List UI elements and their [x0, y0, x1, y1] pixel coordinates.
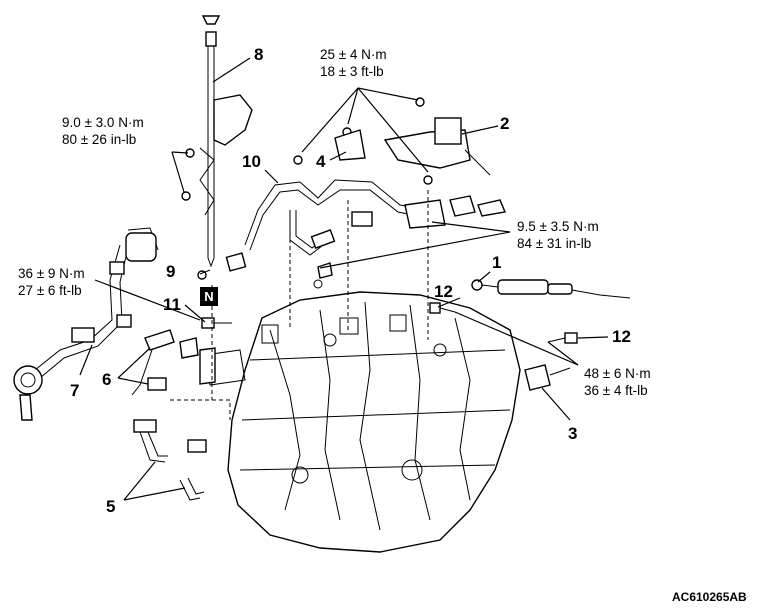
bolts: [201, 302, 578, 344]
callout-12-center: 12: [434, 282, 453, 301]
range-switch: [383, 117, 491, 176]
torque-bracket-imperial: 84 ± 31 in-lb: [517, 236, 592, 251]
torque-top-imperial: 18 ± 3 ft-lb: [320, 64, 384, 79]
callout-3: 3: [568, 424, 578, 443]
torque-dipstick-imperial: 80 ± 26 in-lb: [62, 132, 137, 147]
torque-spec-top: 25 ± 4 N·m 18 ± 3 ft-lb: [320, 46, 387, 80]
callout-1: 1: [492, 253, 502, 272]
torque-right-imperial: 36 ± 4 ft-lb: [584, 383, 648, 398]
callout-7: 7: [70, 381, 80, 400]
torque-bracket-metric: 9.5 ± 3.5 N·m: [517, 219, 599, 234]
callout-4: 4: [316, 152, 326, 171]
callout-6: 6: [102, 370, 112, 389]
torque-spec-right: 48 ± 6 N·m 36 ± 4 ft-lb: [584, 365, 651, 399]
torque-top-metric: 25 ± 4 N·m: [320, 47, 387, 62]
callout-11: 11: [163, 295, 181, 314]
callout-5: 5: [106, 497, 116, 516]
oil-cooler-hoses: [13, 227, 159, 421]
callout-9: 9: [166, 262, 176, 281]
callout-12-right: 12: [612, 327, 631, 346]
callout-10: 10: [242, 152, 261, 171]
callout-2: 2: [500, 114, 510, 133]
torque-left-imperial: 27 ± 6 ft-lb: [18, 283, 82, 298]
torque-left-metric: 36 ± 9 N·m: [18, 266, 85, 281]
shift-cable: [471, 279, 631, 299]
transaxle-case: [204, 291, 521, 553]
cable-bracket: [524, 364, 571, 391]
dashed-guides: [170, 190, 429, 420]
torque-spec-dipstick: 9.0 ± 3.0 N·m 80 ± 26 in-lb: [62, 114, 144, 148]
callout-8: 8: [254, 45, 264, 64]
torque-spec-left: 36 ± 9 N·m 27 ± 6 ft-lb: [18, 265, 85, 299]
torque-spec-bracket: 9.5 ± 3.5 N·m 84 ± 31 in-lb: [517, 218, 599, 252]
small-hoses: [131, 329, 216, 501]
n-badge: N: [200, 287, 218, 306]
leader-lines: [79, 57, 609, 501]
torque-right-metric: 48 ± 6 N·m: [584, 366, 651, 381]
dipstick-assembly: [181, 15, 253, 280]
figure-id: AC610265AB: [672, 590, 747, 604]
torque-dipstick-metric: 9.0 ± 3.0 N·m: [62, 115, 144, 130]
